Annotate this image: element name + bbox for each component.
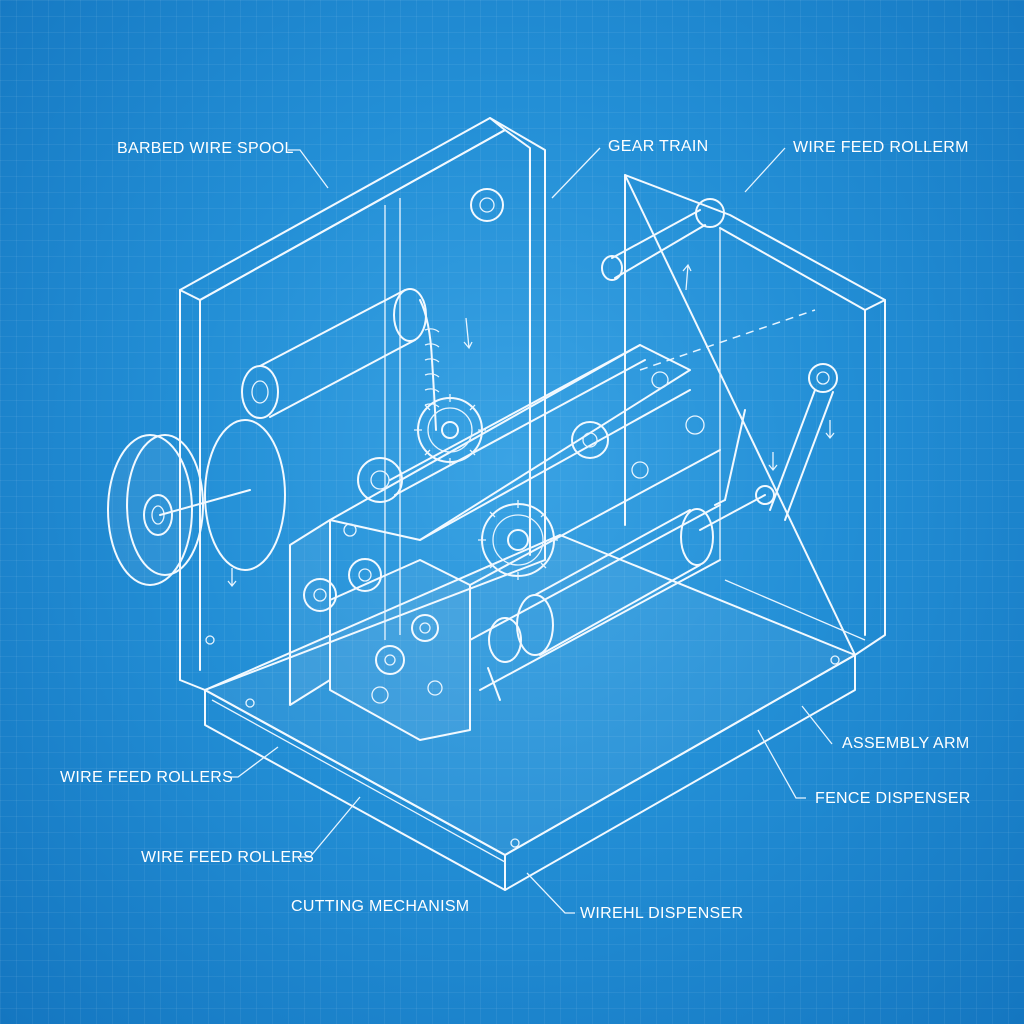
upper-rod <box>601 198 816 371</box>
gear-5 <box>348 558 382 592</box>
callout-cutting-mechanism: CUTTING MECHANISM <box>291 898 470 915</box>
callout-wire-feed-rollers-2: WIRE FEED ROLLERS <box>141 849 315 866</box>
assembly-arm-lever <box>714 363 838 521</box>
callout-barbed-wire-spool: BARBED WIRE SPOOL <box>117 140 294 157</box>
small-bolts <box>343 371 705 704</box>
callout-fence-dispenser: FENCE DISPENSER <box>815 790 971 807</box>
lower-roller <box>479 494 766 701</box>
gear-7 <box>375 645 405 675</box>
left-side-frame <box>179 117 546 691</box>
gear-6 <box>571 421 609 459</box>
barbed-wire-spool-wheel <box>107 419 286 586</box>
callout-assembly-arm: ASSEMBLY ARM <box>842 735 970 752</box>
callout-wirehl-dispenser: WIREHL DISPENSER <box>580 905 744 922</box>
gear-1 <box>414 394 486 466</box>
callout-wire-feed-rollers-1: WIRE FEED ROLLERS <box>60 769 234 786</box>
motion-arrows <box>227 263 835 588</box>
callout-gear-train: GEAR TRAIN <box>608 138 709 155</box>
callout-wire-feed-rollerm: WIRE FEED ROLLERM <box>793 139 969 156</box>
top-roller <box>241 288 440 431</box>
gear-8 <box>411 614 439 642</box>
gear-3 <box>357 457 403 503</box>
leader-lines <box>228 147 833 914</box>
gear-4 <box>303 578 337 612</box>
gear-2 <box>478 500 558 580</box>
